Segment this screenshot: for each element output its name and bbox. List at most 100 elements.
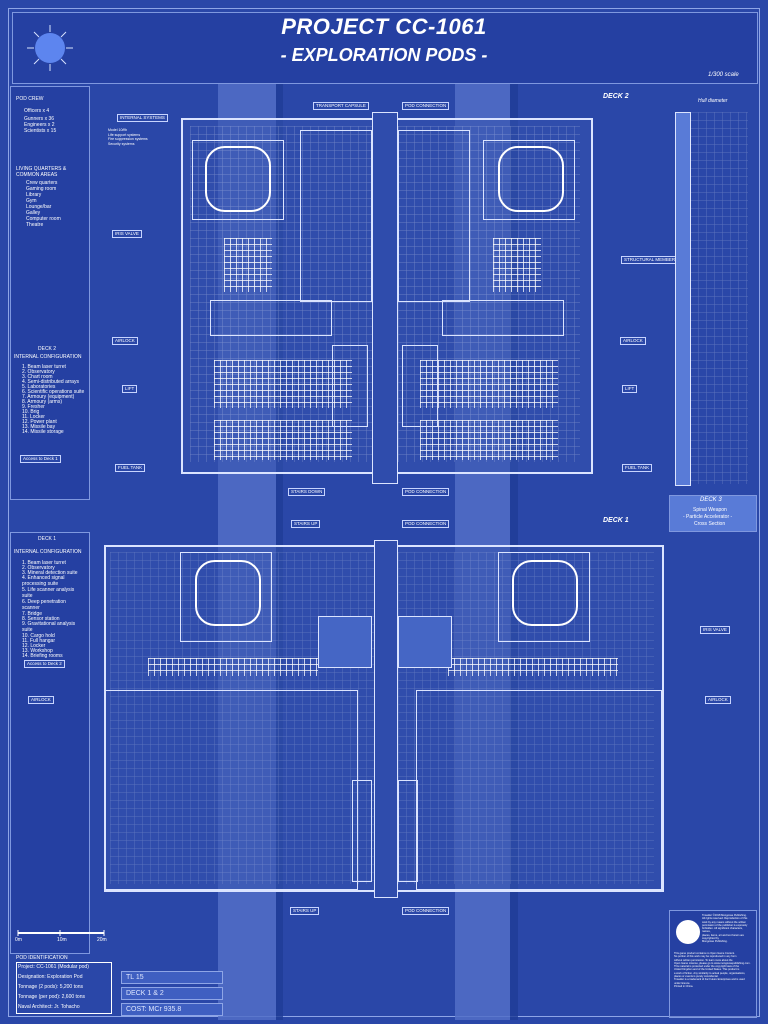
deck2-config-title: INTERNAL CONFIGURATION [14, 354, 82, 360]
access-deck1-link[interactable]: Access to Deck 1 [20, 455, 61, 463]
page-title: PROJECT CC-1061 [281, 14, 487, 39]
living-item: Lounge/bar [26, 204, 52, 210]
scale-label: 1/300 scale [708, 72, 739, 78]
stairs-up-callout: STAIRS UP [291, 520, 321, 528]
copyright-line: This material is protected under the cop… [674, 965, 740, 969]
deck1-item: 13. Workshop [22, 648, 53, 654]
deck1-label: DECK 1 [603, 517, 629, 524]
stairs-down-callout: STAIRS DOWN [288, 488, 326, 496]
deck2-right-turret [498, 146, 564, 212]
deck1-center-corridor [374, 540, 398, 898]
internal-systems-item: Life support systems [108, 132, 141, 137]
structural-member-callout: STRUCTURAL MEMBER [621, 256, 679, 264]
deck1-item: 9. Gravitational analysis suite [22, 621, 76, 633]
deck1-item: 1. Beam laser turret [22, 560, 66, 566]
deck2-item: 10. Brig [22, 409, 40, 415]
copyright-line: without written permission. To learn mor… [674, 958, 733, 962]
copyright-line: under licence. [674, 981, 691, 985]
stairs-up-callout: STAIRS UP [290, 907, 320, 915]
deck1-item: 4. Enhanced signal processing suite [22, 575, 65, 587]
deck1-item: 5. Life scanner analysis suite [22, 587, 75, 599]
scale-tick: 20m [97, 937, 107, 943]
internal-systems-callout: INTERNAL SYSTEMS [117, 114, 168, 122]
scale-bar [16, 925, 106, 945]
pod-id-table [16, 962, 112, 1014]
deck3-line: Spinal Weapon [693, 507, 727, 513]
deck1-left-observatory [180, 552, 272, 642]
copyright-line: places, items, art and text herein are c… [702, 933, 744, 941]
tl-field: TL 15 [121, 971, 223, 984]
living-item: Crew quarters [26, 180, 58, 186]
pod-connection-callout: POD CONNECTION [402, 520, 450, 528]
deck1-right-turret [512, 560, 578, 626]
pod-id-row: Tonnage (2 pods): 5,200 tons [18, 984, 84, 990]
sun-icon [26, 24, 74, 72]
iris-valve-callout: IRIS VALVE [700, 626, 730, 634]
deck2-config-heading: DECK 2 [38, 346, 57, 352]
internal-systems-item: Security systems [108, 141, 135, 146]
pod-id-row: Tonnage (per pod): 2,600 tons [18, 994, 85, 1000]
deck2-item: 14. Missile storage [22, 429, 64, 435]
copyright-line: places or events is purely coincidental. [674, 975, 719, 979]
deck2-left-turret [205, 146, 271, 212]
airlock-callout: AIRLOCK [28, 696, 54, 704]
deck1-left-turret [195, 560, 261, 626]
living-item: Galley [26, 210, 41, 216]
deck2-item: 11. Locker [22, 414, 45, 420]
fuel-tank-callout: FUEL TANK [622, 464, 653, 472]
header-panel [12, 12, 758, 84]
pod-crew-title: POD CREW [16, 96, 44, 102]
deck2-label: DECK 2 [603, 93, 629, 100]
deck1-item: 12. Locker [22, 643, 46, 649]
copyright-line: a work of fiction. Any similarity to act… [674, 971, 746, 975]
deck2-item: 4. Semi-distributed arrays [22, 379, 79, 385]
pod-id-title: POD IDENTIFICATION [16, 955, 68, 961]
deck2-item: 9. Fresher [22, 404, 45, 410]
copyright-line: work by any means without the written [702, 920, 746, 924]
deck1-item: 2. Observatory [22, 565, 55, 571]
pod-id-row: Project: CC-1061 (Modular pod) [18, 964, 89, 970]
deck2-item: 12. Power plant [22, 419, 57, 425]
deck3-title: DECK 3 [700, 497, 722, 503]
copyright-line: Open Game License, please go to www.mong… [674, 961, 751, 965]
living-title: LIVING QUARTERS & COMMON AREAS [16, 166, 67, 178]
deck2-item: 13. Missile bay [22, 424, 56, 430]
copyright-panel [669, 910, 757, 1018]
living-item: Library [26, 192, 42, 198]
sidebar-panel [10, 86, 90, 500]
airlock-callout: AIRLOCK [112, 337, 138, 345]
pod-connection-callout: POD CONNECTION [402, 102, 450, 110]
deck1-config-title: INTERNAL CONFIGURATION [14, 549, 82, 555]
deck1-item: 3. Mineral detection suite [22, 570, 78, 576]
deck2-item: 2. Observatory [22, 369, 55, 375]
deck1-item: 10. Cargo hold [22, 633, 55, 639]
iris-valve-callout: IRIS VALVE [112, 230, 142, 238]
living-item: Gym [26, 198, 37, 204]
airlock-callout: AIRLOCK [705, 696, 731, 704]
deck1-item: 8. Sensor station [22, 616, 60, 622]
mongoose-logo-icon [676, 920, 700, 944]
lift-callout: LIFT [122, 385, 138, 393]
pod-id-row: Designation: Exploration Pod [18, 974, 83, 980]
deck3-legend [669, 495, 757, 532]
deck1-item: 11. Full hangar [22, 638, 55, 644]
copyright-line: Printed in China. [674, 984, 694, 988]
airlock-callout: AIRLOCK [620, 337, 646, 345]
access-deck2-link[interactable]: Access to Deck 2 [24, 660, 65, 668]
copyright-text-lower: This game product contains no Open Game … [674, 952, 752, 988]
fuel-tank-callout: FUEL TANK [115, 464, 146, 472]
deck2-center-corridor [372, 112, 398, 484]
deck2-item: 6. Scientific operations suite [22, 389, 85, 395]
deck1-config-heading: DECK 1 [38, 536, 57, 542]
copyright-line: forbidden. All significant characters, n… [702, 927, 743, 934]
copyright-line: All rights reserved. Reproduction of thi… [702, 917, 748, 921]
pod-crew-item: Scientists x 15 [24, 128, 57, 134]
copyright-text: Traveller ©2018 Mongoose Publishing. All… [702, 914, 752, 944]
internal-systems-item: Model 10/fib [108, 128, 128, 132]
deck1-item: 14. Briefing rooms [22, 653, 63, 659]
decks-field: DECK 1 & 2 [121, 987, 223, 1000]
deck3-line: - Particle Accelerator - [683, 514, 733, 520]
page-subtitle: - EXPLORATION PODS - [280, 45, 488, 65]
deck2-right-observatory [483, 140, 575, 220]
pod-crew-item: Engineers x 2 [24, 122, 55, 128]
